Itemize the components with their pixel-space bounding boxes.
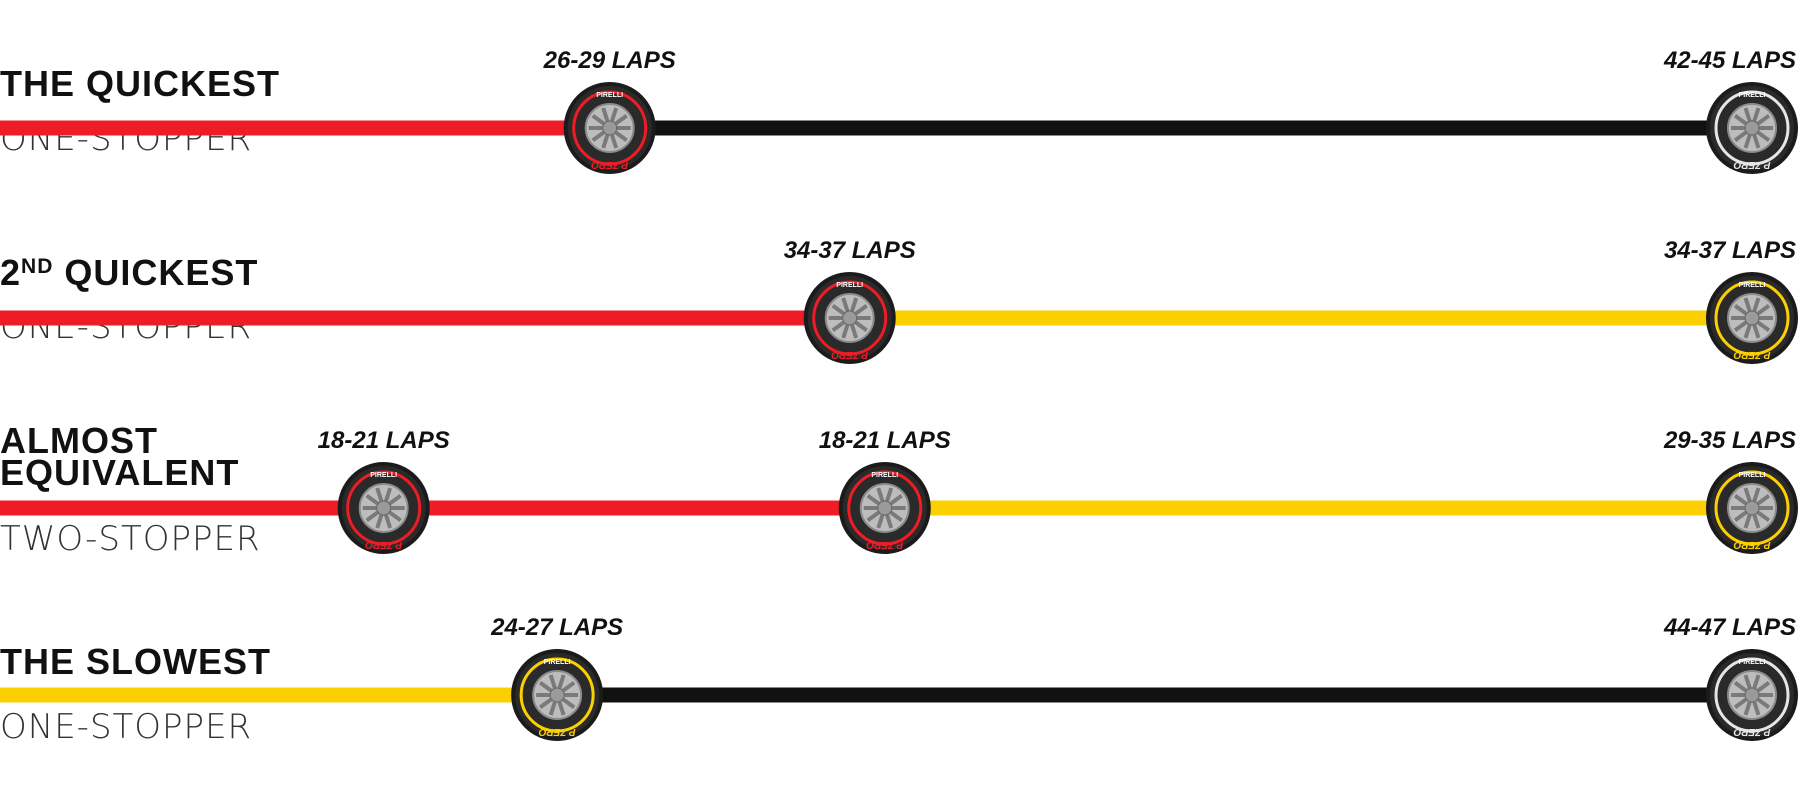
- soft-tyre-icon: PIRELLI P ZERO: [337, 462, 430, 554]
- soft-stint-bar: [0, 120, 610, 136]
- stint-laps-label: 34-37 LAPS: [784, 237, 916, 264]
- hard-stint-bar: [609, 120, 1752, 136]
- svg-text:P ZERO: P ZERO: [866, 539, 903, 550]
- soft-tyre-icon: PIRELLI P ZERO: [563, 82, 656, 174]
- stint-track: PIRELLI P ZERO 26-29 LAPS PIRELLI P ZERO 42-4…: [0, 47, 1798, 174]
- svg-text:PIRELLI: PIRELLI: [871, 472, 898, 479]
- svg-text:PIRELLI: PIRELLI: [596, 92, 623, 99]
- strategy-title: THE QUICKEST: [0, 63, 280, 104]
- medium-tyre-icon: PIRELLI P ZERO: [1706, 462, 1798, 554]
- medium-stint-bar: [849, 310, 1752, 326]
- medium-tyre-icon: PIRELLI P ZERO: [1706, 272, 1798, 364]
- svg-text:PIRELLI: PIRELLI: [544, 659, 571, 666]
- stint-track: PIRELLI P ZERO 24-27 LAPS PIRELLI P ZERO 44-4…: [0, 614, 1798, 741]
- svg-text:P ZERO: P ZERO: [1733, 539, 1770, 550]
- strategy-title: THE SLOWEST: [0, 641, 271, 682]
- soft-stint-bar: [383, 500, 885, 516]
- svg-text:P ZERO: P ZERO: [1733, 349, 1770, 360]
- stint-track: PIRELLI P ZERO 34-37 LAPS PIRELLI P ZERO 34-3…: [0, 237, 1798, 364]
- strategy-type: TWO-STOPPER: [0, 519, 261, 559]
- stint-laps-label: 44-47 LAPS: [1663, 614, 1796, 641]
- svg-text:P ZERO: P ZERO: [1733, 159, 1770, 170]
- strategy-type: ONE-STOPPER: [0, 707, 252, 747]
- soft-stint-bar: [0, 310, 850, 326]
- svg-text:P ZERO: P ZERO: [365, 539, 402, 550]
- soft-stint-bar: [0, 500, 384, 516]
- stint-laps-label: 18-21 LAPS: [819, 427, 951, 454]
- hard-stint-bar: [557, 687, 1752, 703]
- svg-text:P ZERO: P ZERO: [591, 159, 628, 170]
- stint-laps-label: 24-27 LAPS: [490, 614, 623, 641]
- stint-laps-label: 42-45 LAPS: [1663, 47, 1796, 74]
- svg-text:PIRELLI: PIRELLI: [370, 472, 397, 479]
- medium-stint-bar: [884, 500, 1752, 516]
- medium-stint-bar: [0, 687, 558, 703]
- hard-tyre-icon: PIRELLI P ZERO: [1706, 82, 1798, 174]
- strategy-row: THE SLOWEST ONE-STOPPER PIRELLI P ZERO 24-…: [0, 614, 1798, 747]
- svg-text:P ZERO: P ZERO: [1733, 726, 1770, 737]
- soft-tyre-icon: PIRELLI P ZERO: [838, 462, 931, 554]
- svg-text:PIRELLI: PIRELLI: [1739, 659, 1766, 666]
- svg-text:PIRELLI: PIRELLI: [836, 282, 863, 289]
- svg-text:PIRELLI: PIRELLI: [1739, 282, 1766, 289]
- soft-tyre-icon: PIRELLI P ZERO: [803, 272, 896, 364]
- svg-text:P ZERO: P ZERO: [831, 349, 868, 360]
- svg-text:PIRELLI: PIRELLI: [1739, 92, 1766, 99]
- stint-laps-label: 26-29 LAPS: [543, 47, 676, 74]
- stint-track: PIRELLI P ZERO 18-21 LAPS PIRELLI P ZERO 18-2…: [0, 427, 1798, 554]
- stint-laps-label: 29-35 LAPS: [1663, 427, 1796, 454]
- medium-tyre-icon: PIRELLI P ZERO: [511, 649, 604, 741]
- svg-text:P ZERO: P ZERO: [538, 726, 575, 737]
- hard-tyre-icon: PIRELLI P ZERO: [1706, 649, 1798, 741]
- svg-text:PIRELLI: PIRELLI: [1739, 472, 1766, 479]
- stint-laps-label: 18-21 LAPS: [318, 427, 450, 454]
- strategy-title: 2ND QUICKEST: [0, 252, 258, 293]
- stint-laps-label: 34-37 LAPS: [1664, 237, 1796, 264]
